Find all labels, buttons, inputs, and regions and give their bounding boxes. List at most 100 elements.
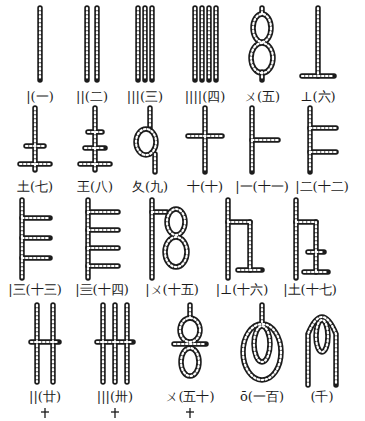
cross-mark <box>114 408 115 418</box>
numeral-label: |土(十七) <box>283 283 337 297</box>
numeral-label: |⊥(十六) <box>216 283 269 297</box>
knotted-cord <box>20 163 50 165</box>
knotted-cord <box>149 8 155 80</box>
knotted-cord <box>181 348 199 376</box>
knotted-cord <box>310 125 336 131</box>
knotted-cord <box>96 8 98 80</box>
knotted-cord <box>36 305 38 382</box>
knotted-cord <box>302 75 334 77</box>
knotted-cord <box>252 137 278 143</box>
knotted-cord <box>88 245 118 251</box>
knotted-cord <box>136 129 156 155</box>
knotted-cord <box>88 209 118 215</box>
knotted-cord <box>296 219 316 225</box>
knotted-cord <box>136 129 156 155</box>
knotted-cord <box>254 326 270 362</box>
knotted-cord <box>144 8 146 80</box>
knotted-cord <box>228 221 250 223</box>
knotted-cord <box>86 8 88 80</box>
numeral-label: |亖(十四) <box>75 283 129 297</box>
knotted-cord <box>180 318 200 342</box>
knotted-cord <box>88 227 118 233</box>
knotted-cord <box>22 255 50 261</box>
knotted-cord <box>22 237 50 239</box>
numeral-label: 夂(九) <box>132 180 168 194</box>
knotted-cord <box>310 149 336 155</box>
cross-mark <box>189 408 190 418</box>
knotted-cord <box>32 108 38 170</box>
numeral-label: ō(一百) <box>240 390 284 404</box>
knotted-cord <box>313 222 319 272</box>
cord-group <box>20 8 336 385</box>
knotted-cord <box>80 163 110 165</box>
knotted-cord <box>261 72 263 80</box>
knotted-cord <box>31 339 59 345</box>
knotted-cord <box>316 320 328 352</box>
numeral-label: |二(十二) <box>295 180 349 194</box>
knotted-cord <box>295 200 297 278</box>
numeral-label: |三(十三) <box>8 283 62 297</box>
knotted-cord <box>304 271 328 273</box>
knotted-cord <box>316 320 328 352</box>
knotted-cord <box>206 8 212 80</box>
knotted-cord <box>238 269 262 271</box>
knotted-cord <box>92 108 98 170</box>
knotted-cord <box>252 139 278 141</box>
knotted-cord <box>188 135 222 137</box>
knotted-cord <box>135 8 141 80</box>
knotted-cord <box>22 235 50 241</box>
knotted-cord <box>315 222 317 272</box>
knotted-cord <box>152 211 167 213</box>
numeral-label: ||(二) <box>76 90 108 104</box>
knotted-cord <box>88 131 102 133</box>
knotted-cord <box>296 221 316 223</box>
knotted-cord <box>192 8 198 80</box>
knotted-cord <box>181 348 199 376</box>
knotted-cord <box>215 8 217 80</box>
knotted-cord <box>39 8 41 80</box>
knotted-cord <box>310 151 336 153</box>
knotted-cord <box>180 318 200 342</box>
knotted-cord <box>22 217 50 219</box>
knotted-cord <box>26 145 44 147</box>
numeral-label: |||(卅) <box>97 390 133 404</box>
knotted-cord <box>308 251 324 253</box>
knotted-cord <box>85 147 105 149</box>
knotted-cord <box>167 209 185 235</box>
knotted-cord <box>243 324 281 380</box>
numeral-label: 王(八) <box>77 180 113 194</box>
knotted-cord <box>152 154 158 172</box>
knotted-cord <box>154 154 156 172</box>
knotted-cord <box>114 305 116 382</box>
knotted-cord <box>227 200 229 278</box>
knotted-cord <box>88 211 118 213</box>
knotted-cord <box>308 317 336 385</box>
knotted-cord <box>201 8 203 80</box>
knotted-cord <box>315 8 321 76</box>
knotted-cord <box>22 257 50 259</box>
knotted-cord <box>152 209 167 215</box>
knotted-cord <box>88 263 118 269</box>
cross-mark <box>44 408 45 418</box>
numeral-label: ㄨ(五) <box>244 90 280 104</box>
knotted-cord <box>204 108 206 172</box>
knotted-cord <box>22 215 50 221</box>
knotted-cord <box>165 237 187 267</box>
knotted-cord <box>213 8 219 80</box>
knotted-cord <box>94 108 96 170</box>
knotted-cord <box>137 8 139 80</box>
knotted-cord <box>102 305 104 382</box>
knotted-cord <box>228 219 250 225</box>
numeral-label: 土(七) <box>17 180 53 194</box>
knotted-cord <box>259 305 265 322</box>
knotted-cord <box>253 14 271 42</box>
knotted-cord <box>165 237 187 267</box>
knotted-cord <box>189 305 191 318</box>
knotted-cord <box>251 43 273 73</box>
knotted-cord <box>243 324 281 380</box>
knotted-cord <box>293 200 299 278</box>
knotted-cord <box>310 127 336 129</box>
knotted-cord <box>94 8 100 80</box>
knotted-cord <box>251 43 273 73</box>
